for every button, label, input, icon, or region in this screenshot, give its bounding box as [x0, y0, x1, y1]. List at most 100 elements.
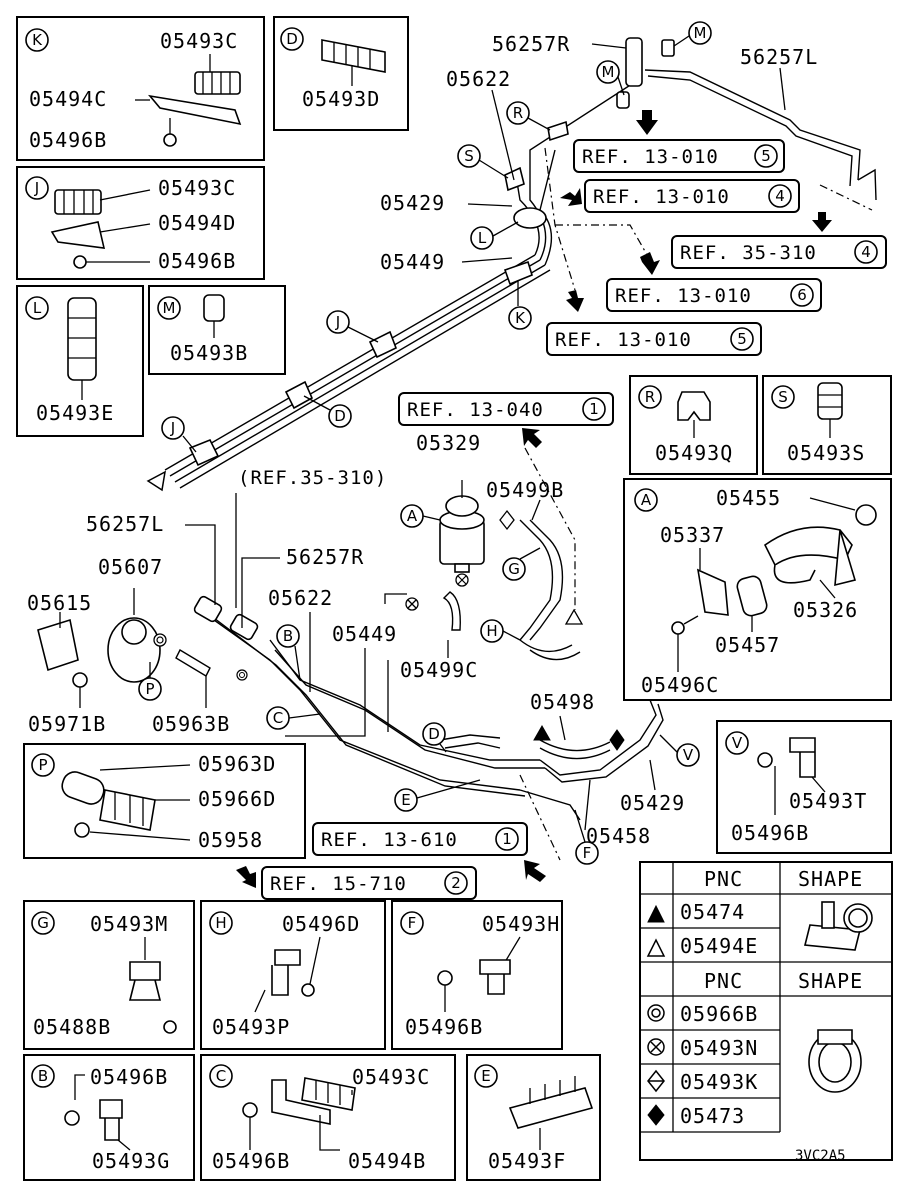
- clip-bracket-icon: [271, 949, 301, 996]
- box-f-part-1: 05493H: [482, 912, 560, 936]
- clip-icon: [203, 294, 225, 322]
- bolt-icon: [74, 822, 90, 838]
- detail-box-c: C 05493C 05496B 05494B: [200, 1054, 456, 1181]
- label-56257l: 56257L: [86, 512, 164, 536]
- ref-box-4: REF. 13-010 6: [606, 278, 822, 312]
- bracket-icon: [271, 1079, 331, 1125]
- box-p-letter: P: [38, 756, 47, 774]
- label-05499b: 05499B: [486, 478, 564, 502]
- svg-text:4: 4: [775, 187, 785, 205]
- clip-icon: [479, 959, 511, 995]
- label-56257l-top: 56257L: [740, 45, 818, 69]
- detail-box-m: M 05493B: [148, 285, 286, 375]
- svg-text:REF. 13-010: REF. 13-010: [582, 146, 719, 168]
- box-k-part-2: 05494C: [29, 87, 107, 111]
- box-l-letter: L: [33, 299, 42, 317]
- label-05499c: 05499C: [400, 658, 478, 682]
- callout-d-1: D: [334, 407, 346, 425]
- svg-text:4: 4: [861, 243, 871, 261]
- detail-box-k: K 05493C 05494C 05496B: [16, 16, 265, 161]
- cap-icon: [855, 504, 877, 526]
- filled-diamond-icon: [647, 1104, 665, 1126]
- label-05615: 05615: [27, 591, 92, 615]
- callout-p: P: [145, 680, 154, 698]
- callout-j-1: J: [335, 313, 340, 331]
- bolt-icon: [242, 1102, 258, 1118]
- box-a-part-4: 05457: [715, 633, 780, 657]
- svg-text:REF. 35-310: REF. 35-310: [680, 242, 817, 264]
- nut-icon: [163, 1020, 177, 1034]
- clip-icon: [817, 382, 843, 420]
- detail-box-l: L 05493E: [16, 285, 144, 437]
- clamp-with-bolt-icon: [803, 901, 873, 951]
- clip-bracket-icon: [128, 961, 162, 1001]
- legend-header-shape-1: SHAPE: [798, 867, 863, 891]
- box-s-part-1: 05493S: [787, 441, 865, 465]
- detail-box-f: F 05493H 05496B: [391, 900, 563, 1050]
- main-part-labels: 56257R 56257L 05622 05429 05449 05329 05…: [27, 32, 818, 848]
- hose-icon: [61, 771, 105, 805]
- legend-pnc-2: 05494E: [680, 934, 758, 958]
- label-05429: 05429: [620, 791, 685, 815]
- detail-box-r: R 05493Q: [629, 375, 758, 475]
- box-g-part-2: 05488B: [33, 1015, 111, 1039]
- box-c-part-2: 05496B: [212, 1149, 290, 1173]
- legend-pnc-5: 05493K: [680, 1070, 758, 1094]
- box-k-part-3: 05496B: [29, 128, 107, 152]
- detail-box-b: B 05496B 05493G: [23, 1054, 195, 1181]
- box-v-letter: V: [732, 734, 743, 752]
- box-j-part-2: 05494D: [158, 211, 236, 235]
- bracket-icon: [696, 568, 729, 616]
- svg-text:5: 5: [761, 147, 771, 165]
- bolt-icon: [757, 752, 773, 768]
- legend-header-pnc-2: PNC: [704, 969, 743, 993]
- box-d-letter: D: [286, 30, 298, 48]
- legend-header-shape-2: SHAPE: [798, 969, 863, 993]
- callout-j-2: J: [170, 419, 175, 437]
- svg-text:6: 6: [797, 286, 807, 304]
- detail-box-d: D 05493D: [273, 16, 409, 131]
- svg-text:REF. 13-010: REF. 13-010: [555, 329, 692, 351]
- detail-box-p: P 05963D 05966D 05958: [23, 743, 306, 859]
- fuel-pipe-bundle: [146, 69, 877, 492]
- callout-b: B: [283, 627, 293, 645]
- box-g-part-1: 05493M: [90, 912, 168, 936]
- label-05963b: 05963B: [152, 712, 230, 736]
- detail-box-a: A 05455 05337 05326 05457 05496C: [623, 478, 892, 701]
- label-paren-ref: (REF.35-310): [238, 467, 387, 489]
- callout-v: V: [683, 746, 694, 764]
- hose-clamp-icon: [808, 1029, 862, 1093]
- label-05971b: 05971B: [28, 712, 106, 736]
- box-h-letter: H: [215, 914, 226, 932]
- pulsation-damper: [37, 588, 248, 708]
- callout-e: E: [401, 791, 410, 809]
- box-v-part-1: 05493T: [789, 789, 867, 813]
- svg-text:REF. 13-610: REF. 13-610: [321, 829, 458, 851]
- box-a-letter: A: [641, 491, 652, 509]
- detail-box-g: G 05493M 05488B: [23, 900, 195, 1050]
- leader-lines: [285, 43, 873, 861]
- detail-box-e: E 05493F: [466, 1054, 601, 1181]
- open-triangle-icon: [646, 938, 666, 957]
- bolt-icon: [671, 621, 685, 635]
- fuel-hoses: [384, 509, 584, 661]
- box-h-part-2: 05493P: [212, 1015, 290, 1039]
- callout-a: A: [407, 507, 418, 525]
- stacked-clip-icon: [67, 297, 97, 381]
- box-p-part-2: 05966D: [198, 787, 276, 811]
- callout-s: S: [464, 147, 474, 165]
- clip-icon: [99, 1099, 123, 1141]
- box-l-part-1: 05493E: [36, 401, 114, 425]
- detail-box-j: J 05493C 05494D 05496B: [16, 166, 265, 280]
- callout-d-2: D: [428, 725, 440, 743]
- box-e-letter: E: [481, 1067, 490, 1085]
- band-clamp-icon: [763, 526, 857, 587]
- box-r-part-1: 05493Q: [655, 441, 733, 465]
- detail-box-s: S 05493S: [762, 375, 892, 475]
- box-j-part-1: 05493C: [158, 176, 236, 200]
- lower-pipe-routing: [199, 609, 664, 821]
- callout-letters: M M R S L K J D J A G H B P C D E F V: [138, 21, 712, 865]
- box-g-letter: G: [37, 914, 49, 932]
- box-a-part-5: 05496C: [641, 673, 719, 697]
- ref-box-1: REF. 13-010 5: [573, 139, 785, 173]
